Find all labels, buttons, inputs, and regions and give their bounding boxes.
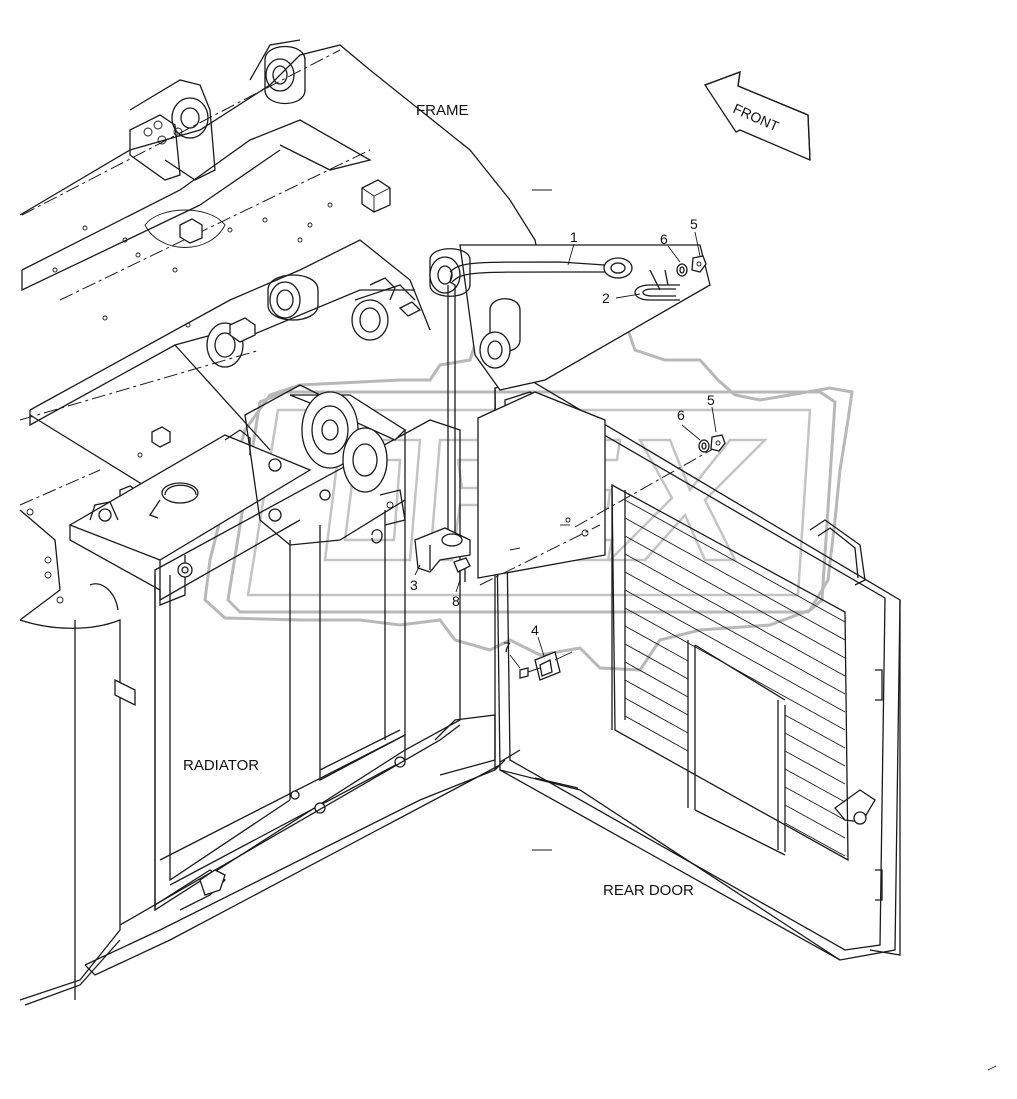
support-rod bbox=[449, 271, 456, 540]
frame-label: FRAME bbox=[416, 102, 469, 119]
callout-3: 3 bbox=[410, 577, 418, 593]
parts-hardware bbox=[414, 231, 726, 681]
front-direction-arrow: FRONT bbox=[704, 71, 811, 162]
callout-8: 8 bbox=[452, 593, 460, 609]
callout-5-upper: 5 bbox=[690, 216, 698, 232]
frame-assembly bbox=[19, 39, 546, 621]
u-pin bbox=[634, 284, 680, 301]
leader-lines bbox=[414, 231, 717, 669]
radiator-assembly bbox=[19, 384, 506, 1006]
callout-4: 4 bbox=[531, 622, 539, 638]
rear-door-assembly bbox=[477, 379, 901, 961]
rear-door-label: REAR DOOR bbox=[603, 882, 694, 899]
callout-6-lower: 6 bbox=[677, 407, 685, 423]
callout-5-lower: 5 bbox=[707, 392, 715, 408]
striker bbox=[534, 651, 561, 681]
callout-6-upper: 6 bbox=[660, 231, 668, 247]
callout-2: 2 bbox=[602, 290, 610, 306]
door-louvers bbox=[624, 499, 846, 857]
radiator-label: RADIATOR bbox=[183, 757, 259, 774]
callout-7: 7 bbox=[503, 639, 511, 655]
callout-1: 1 bbox=[570, 229, 578, 245]
